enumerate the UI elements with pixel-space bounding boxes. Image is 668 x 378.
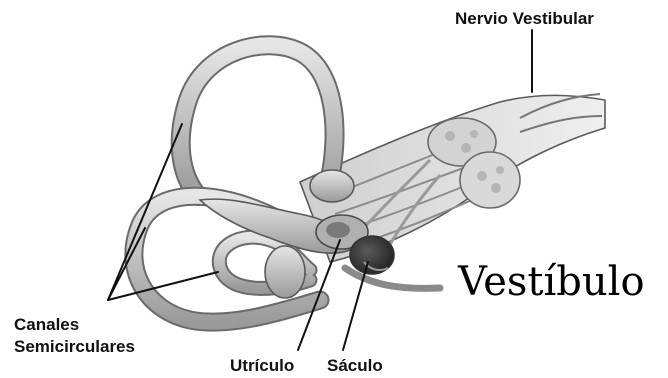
- canals-leader-3: [108, 272, 218, 300]
- label-saccule: Sáculo: [327, 356, 383, 375]
- label-utricle: Utrículo: [230, 356, 294, 375]
- semicircular-canals: [134, 45, 354, 322]
- label-nerve: Nervio Vestibular: [455, 9, 594, 28]
- label-canals-line1: Canales: [14, 315, 79, 334]
- saccule: [350, 236, 394, 274]
- diagram-title: Vestíbulo: [457, 259, 645, 305]
- label-canals-line2: Semicirculares: [14, 337, 135, 356]
